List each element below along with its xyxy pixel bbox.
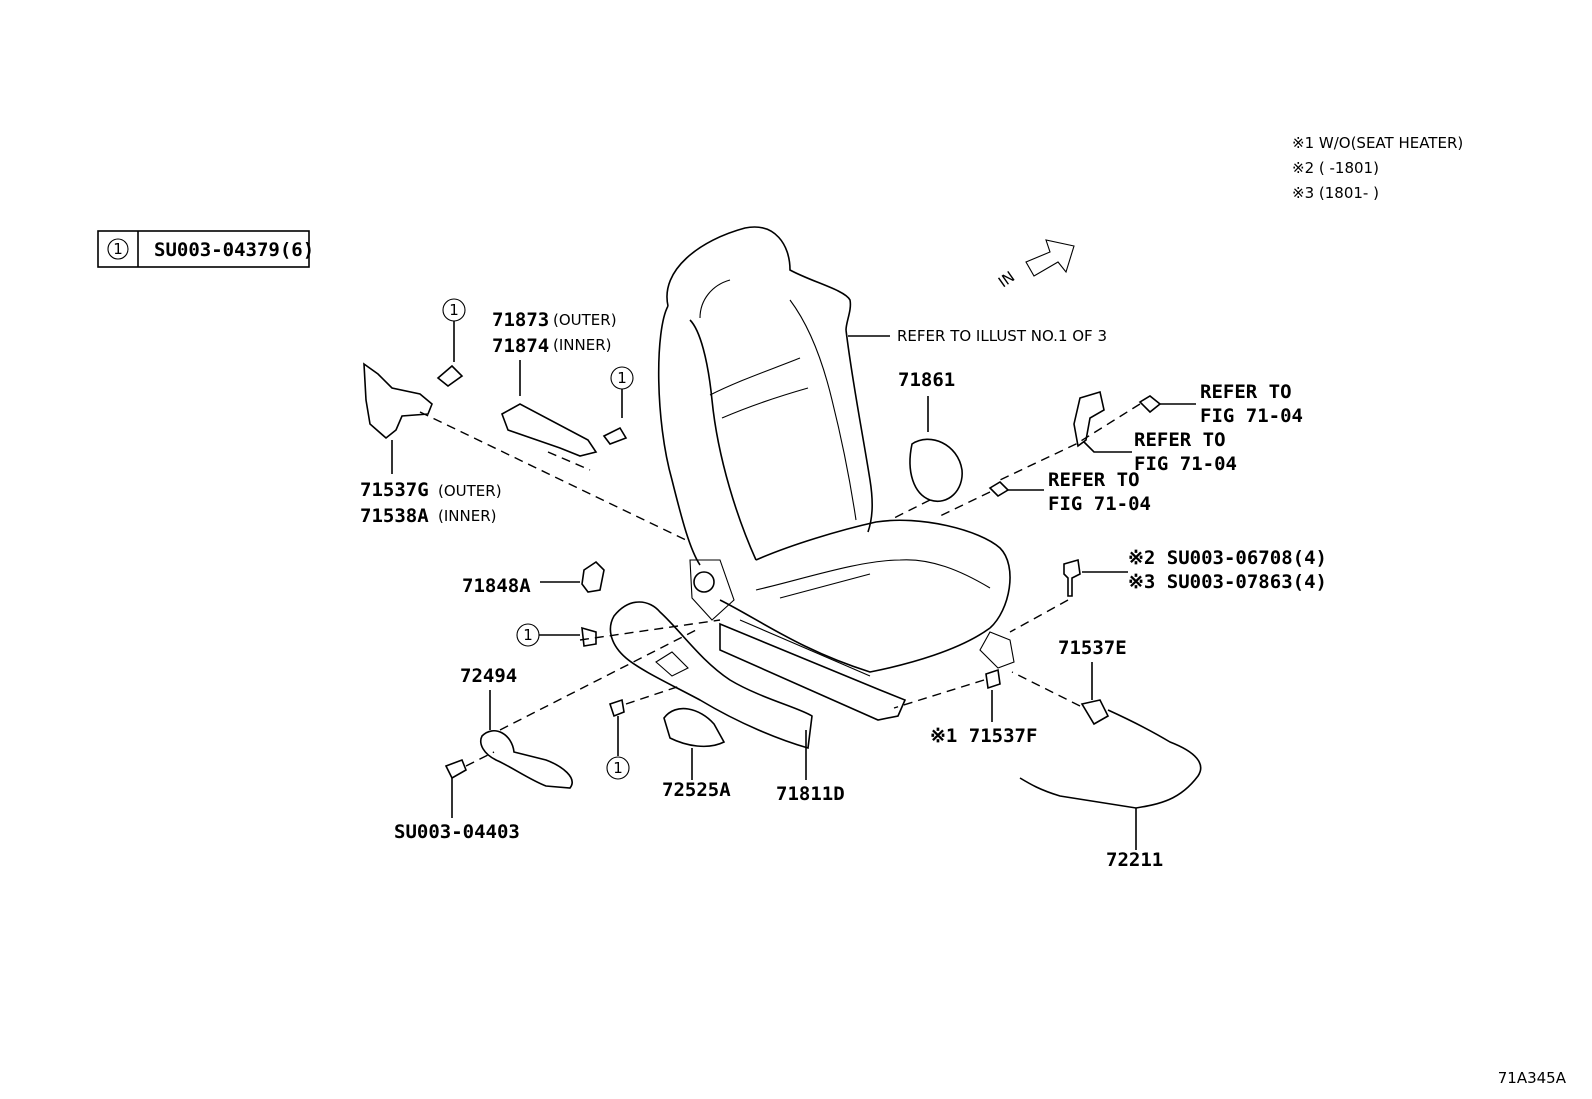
dash-screw-3 (579, 619, 721, 641)
label-72525a: 72525A (662, 779, 731, 801)
label-71873: 71873 (492, 309, 549, 331)
seatback-seam-2 (721, 387, 809, 419)
recliner-bracket (689, 559, 735, 621)
label-71874: 71874 (492, 335, 549, 357)
cushion-seam (755, 559, 991, 591)
dash-71537e (1011, 671, 1081, 707)
label-72211: 72211 (1106, 849, 1163, 871)
seatback-left-outline (657, 305, 701, 566)
label-71538a-note: (INNER) (438, 507, 496, 525)
part-72525a-knob (663, 707, 726, 748)
fastener-part-number: SU003-04379(6) (154, 239, 314, 261)
part-71873-cover (501, 403, 598, 457)
part-nut-1 (1138, 395, 1162, 414)
direction-label: IN (995, 268, 1018, 292)
part-belt-buckle (1073, 390, 1105, 448)
part-72494-cover (480, 730, 573, 789)
dash-71861 (889, 499, 931, 521)
leader-refer2 (1083, 441, 1132, 453)
label-su00304403: SU003-04403 (394, 821, 520, 843)
part-71848a-clip (581, 560, 605, 593)
refer-illust-label: REFER TO ILLUST NO.1 OF 3 (897, 327, 1107, 345)
part-71537f (985, 668, 1001, 690)
cushion-top-outline (755, 519, 1011, 629)
seat-rail-left (719, 622, 907, 721)
refer2-line2: FIG 71-04 (1134, 453, 1237, 475)
refer3-line1: REFER TO (1048, 469, 1140, 491)
part-72211-wire (1019, 709, 1202, 809)
label-71861: 71861 (898, 369, 955, 391)
refer1-line1: REFER TO (1200, 381, 1292, 403)
label-71874-note: (INNER) (553, 336, 611, 354)
key-circle-4-num: 1 (613, 759, 623, 777)
dash-screw-4 (625, 685, 681, 705)
fastener-table-border (97, 230, 310, 268)
part-nut-2 (988, 480, 1010, 498)
note-3: ※3 (1801- ) (1292, 184, 1379, 202)
seatback-bolster-line (689, 319, 757, 561)
label-71811d: 71811D (776, 783, 845, 805)
label-71537e: 71537E (1058, 637, 1127, 659)
seatback-seam-1 (709, 357, 801, 396)
dash-71537g (419, 411, 691, 543)
label-71537f: ※1 71537F (930, 725, 1037, 747)
direction-arrow-icon (1025, 239, 1075, 277)
key-circle-3-num: 1 (523, 626, 533, 644)
dash-screw-5 (465, 751, 495, 767)
key-circle-4 (606, 756, 630, 780)
screw-icon (602, 426, 628, 445)
screw-icon-2 (436, 364, 464, 388)
seat-rail-left-detail (739, 619, 871, 677)
dash-bolt (1009, 599, 1069, 633)
screw-icon-4 (608, 698, 625, 718)
headrest-inner-line (699, 279, 731, 319)
figure-id: 71A345A (1498, 1069, 1567, 1087)
shield-knob (655, 651, 689, 677)
headrest-outline (666, 226, 852, 331)
fastener-key-number: 1 (113, 240, 123, 258)
label-71848a: 71848A (462, 575, 531, 597)
label-71873-note: (OUTER) (553, 311, 617, 329)
label-71538a: 71538A (360, 505, 429, 527)
notes-block: ※1 W/O(SEAT HEATER) ※2 ( -1801) ※3 (1801… (1292, 134, 1463, 202)
direction-indicator: IN (995, 239, 1075, 292)
refer2-line1: REFER TO (1134, 429, 1226, 451)
part-71537e (1080, 699, 1110, 726)
label-72494: 72494 (460, 665, 517, 687)
label-71537g-note: (OUTER) (438, 482, 502, 500)
cushion-seam-2 (779, 573, 871, 599)
dash-belt (999, 403, 1141, 481)
dash-71537f (893, 679, 985, 709)
dash-nut-2 (939, 491, 991, 517)
note-1: ※1 W/O(SEAT HEATER) (1292, 134, 1463, 152)
part-71811d-shield (609, 601, 813, 750)
screw-icon-5 (444, 758, 468, 780)
bolt-icon (1063, 558, 1081, 597)
note-2: ※2 ( -1801) (1292, 159, 1379, 177)
part-71861-cover (909, 438, 963, 503)
seatback-right-outline (845, 329, 873, 533)
label-bolt-3: ※3 SU003-07863(4) (1128, 571, 1327, 593)
seatback-right-bolster (789, 299, 857, 521)
refer3-line2: FIG 71-04 (1048, 493, 1151, 515)
fastener-table: 1 SU003-04379(6) (97, 230, 314, 268)
fastener-key-circle (107, 238, 129, 260)
dash-72494 (499, 627, 701, 731)
refer1-line2: FIG 71-04 (1200, 405, 1303, 427)
cushion-front-outline (719, 599, 991, 673)
seat-rail-right-end (979, 631, 1015, 669)
seat-assembly-drawing (657, 226, 1015, 721)
key-circle-2-num: 1 (617, 369, 627, 387)
key-circle-1-num: 1 (449, 301, 459, 319)
part-71537g-bracket (363, 362, 433, 440)
dash-71873 (547, 451, 591, 471)
screw-icon-3 (581, 626, 597, 647)
label-bolt-2: ※2 SU003-06708(4) (1128, 547, 1327, 569)
label-71537g: 71537G (360, 479, 429, 501)
recliner-hub (693, 571, 715, 593)
